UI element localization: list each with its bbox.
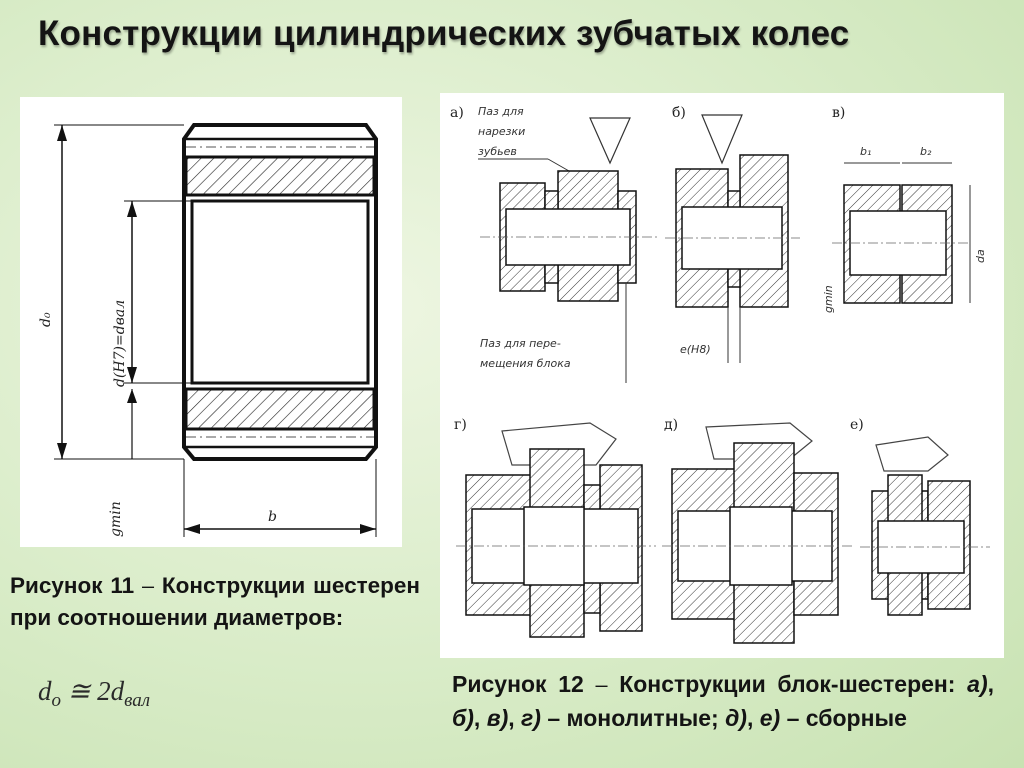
formula-lhs: d (38, 676, 52, 706)
diameter-ratio-formula: do ≅ 2dвал (38, 676, 150, 712)
caption-dash-3: – (786, 705, 800, 731)
figure-11-caption-dash: – (142, 574, 155, 598)
note-groove-cut-3: зубьев (478, 145, 517, 158)
gear-v (832, 184, 970, 304)
dim-d0-label: d₀ (38, 312, 54, 327)
formula-rhs: 2d (97, 676, 125, 706)
caption-ref-e: е) (759, 705, 781, 731)
label-e: е) (850, 417, 864, 433)
figure-11-caption: Рисунок 11 – Конструкции шестерен при со… (10, 570, 420, 633)
caption-ref-v: в) (486, 705, 509, 731)
gear-d (662, 442, 852, 644)
note-b1: b₁ (860, 145, 871, 158)
note-b2: b₂ (920, 145, 932, 158)
dim-dh7-label: d(H7)=dвал (112, 300, 128, 387)
caption-dash-2: – (547, 705, 561, 731)
figure-11-caption-prefix: Рисунок 11 (10, 573, 135, 598)
caption-ref-d: д) (725, 705, 747, 731)
formula-relation: ≅ (67, 676, 91, 706)
formula-rhs-sub: вал (124, 690, 151, 711)
note-groove-move-1: Паз для пере- (480, 337, 561, 350)
caption-ref-a: а) (967, 671, 988, 697)
caption-ref-g: г) (521, 705, 541, 731)
figure-11-drawing: d₀ d(H7)=dвал gmin b (20, 97, 402, 547)
label-v: в) (832, 105, 845, 121)
block-gears-drawing: а) Паз для нарезки зубьев Паз для пере- … (450, 105, 990, 644)
note-groove-cut-2: нарезки (478, 125, 525, 138)
caption-assembled: сборные (805, 705, 907, 731)
gear-e (860, 474, 990, 616)
figure-12-drawing: а) Паз для нарезки зубьев Паз для пере- … (440, 93, 1004, 658)
gear-b (665, 154, 800, 308)
note-groove-move-2: мещения блока (480, 357, 571, 370)
figure-11-caption-text: Конструкции шестерен при соотношении диа… (10, 573, 420, 630)
caption-ref-b: б) (452, 705, 474, 731)
page-title: Конструкции цилиндрических зубчатых коле… (38, 14, 850, 53)
figure-12-caption-dash: – (595, 673, 608, 697)
label-a: а) (450, 105, 464, 121)
caption-monolithic: монолитные; (566, 705, 719, 731)
gear-a (480, 170, 660, 302)
gear-g (456, 448, 656, 638)
figure-12-caption: Рисунок 12 – Конструкции блок-шестерен: … (452, 671, 994, 731)
dim-b-label: b (268, 509, 277, 525)
note-groove-cut-1: Паз для (478, 105, 524, 118)
note-e-h8: e(H8) (680, 343, 711, 356)
pinion-section-drawing: d₀ d(H7)=dвал gmin b (38, 123, 378, 537)
figure-12-caption-text: Конструкции блок-шестерен: (619, 671, 956, 697)
label-d: д) (664, 417, 678, 433)
figure-12-caption-prefix: Рисунок 12 (452, 671, 584, 697)
note-gmin: gmin (822, 285, 835, 313)
caption-sep: , (746, 705, 754, 731)
label-b: б) (672, 105, 686, 121)
formula-lhs-sub: o (51, 690, 62, 711)
note-da: dа (974, 249, 987, 263)
label-g: г) (454, 417, 467, 433)
dim-gmin-label: gmin (108, 501, 124, 537)
